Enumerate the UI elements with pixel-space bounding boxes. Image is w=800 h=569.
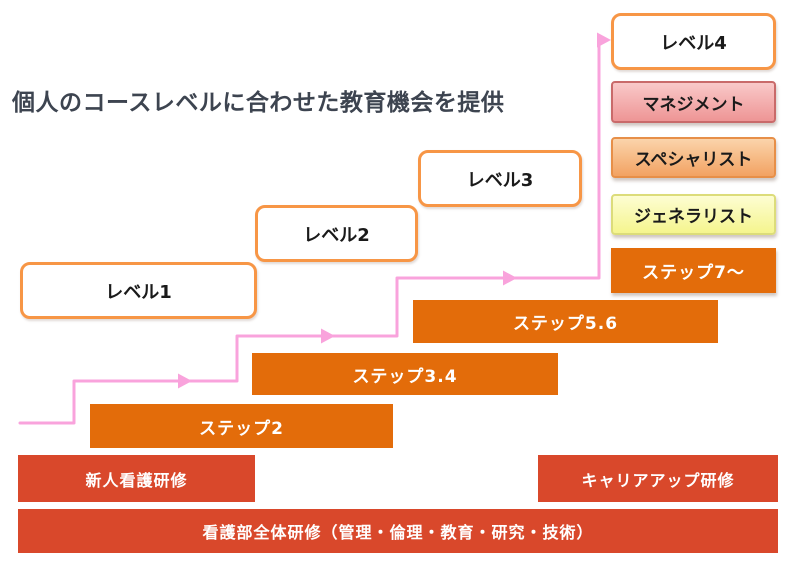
training-career-up-bar: キャリアアップ研修 bbox=[538, 455, 778, 502]
level-2-box: レベル2 bbox=[255, 205, 418, 262]
step-5-6-bar: ステップ5.6 bbox=[413, 300, 718, 343]
role-management-box: マネジメント bbox=[611, 81, 776, 123]
training-newcomer-bar: 新人看護研修 bbox=[18, 455, 255, 502]
step-7-plus-bar: ステップ7～ bbox=[611, 248, 776, 293]
role-generalist-box: ジェネラリスト bbox=[611, 194, 776, 235]
level-1-box: レベル1 bbox=[20, 262, 257, 319]
step-3-4-bar: ステップ3.4 bbox=[252, 353, 558, 395]
level-3-box: レベル3 bbox=[418, 150, 582, 207]
training-department-wide-bar: 看護部全体研修（管理・倫理・教育・研究・技術） bbox=[18, 509, 778, 553]
role-specialist-box: スペシャリスト bbox=[611, 137, 776, 178]
step-2-bar: ステップ2 bbox=[90, 404, 393, 448]
level-4-box: レベル4 bbox=[611, 13, 776, 70]
page-title: 個人のコースレベルに合わせた教育機会を提供 bbox=[12, 90, 505, 116]
